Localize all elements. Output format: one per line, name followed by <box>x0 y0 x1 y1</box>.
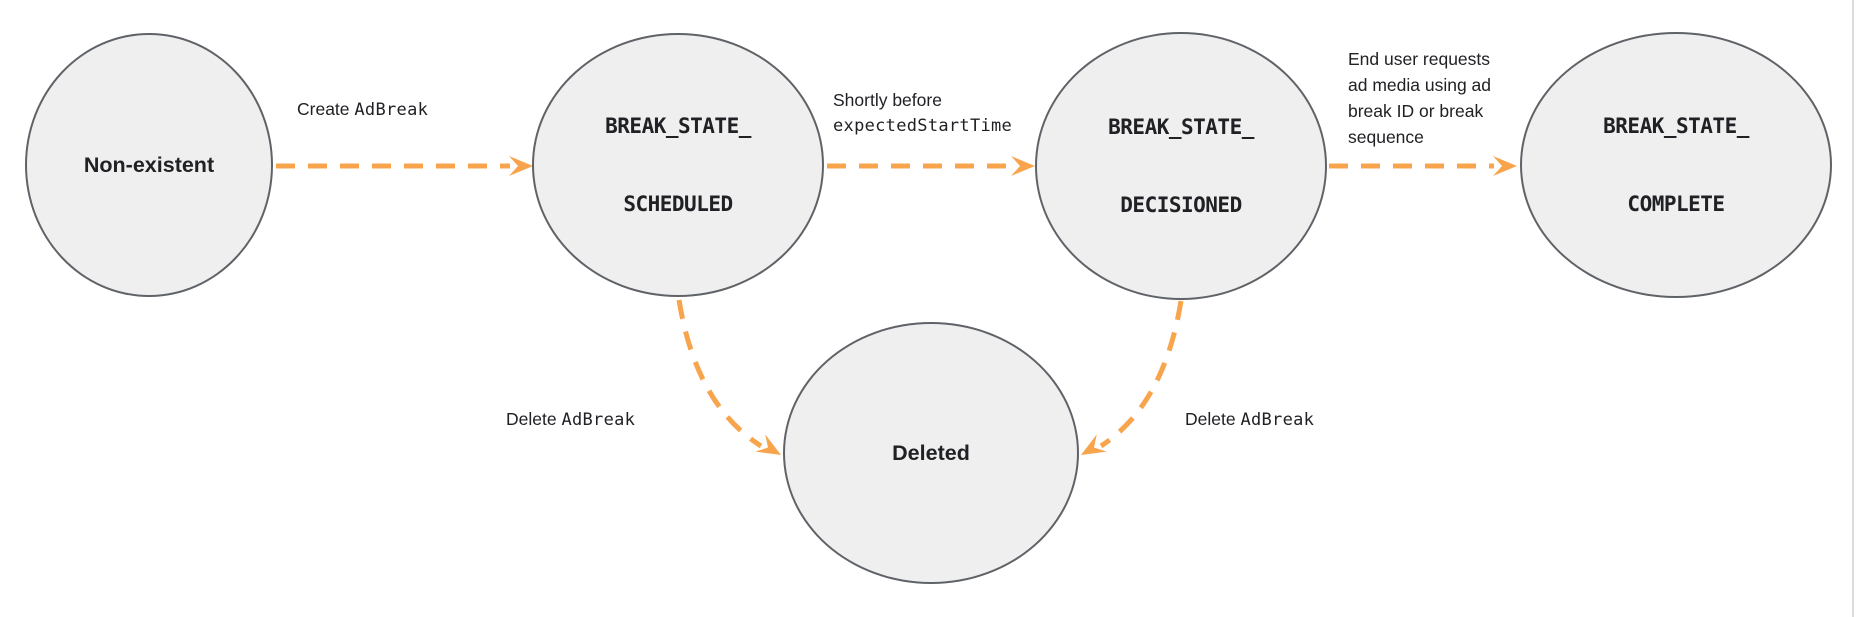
state-node-break-state-decisioned: BREAK_STATE_ DECISIONED <box>1035 32 1327 300</box>
arrowhead-icon <box>1011 156 1035 176</box>
transition-label-delete-right: Delete AdBreak <box>1185 409 1315 430</box>
transition-arrow-shortly-before <box>827 156 1035 176</box>
state-node-break-state-scheduled: BREAK_STATE_ SCHEDULED <box>532 33 824 297</box>
state-node-deleted: Deleted <box>783 322 1079 584</box>
state-label: BREAK_STATE_ SCHEDULED <box>605 114 751 216</box>
state-label: BREAK_STATE_ COMPLETE <box>1603 114 1749 216</box>
transition-arrow-create <box>276 156 533 176</box>
arrowhead-icon <box>755 434 781 455</box>
transition-arrow-end-user <box>1329 156 1517 176</box>
transition-label-end-user: End user requests ad media using ad brea… <box>1348 49 1492 147</box>
transition-arrow-delete-left <box>676 299 781 455</box>
state-label: Deleted <box>892 440 970 465</box>
transition-label-create: Create AdBreak <box>297 99 429 120</box>
arrowhead-icon <box>1493 156 1517 176</box>
content-right-border <box>1852 0 1854 617</box>
transition-arrow-delete-right <box>1081 300 1184 455</box>
arrowhead-icon <box>509 156 533 176</box>
transition-label-delete-left: Delete AdBreak <box>506 409 636 430</box>
transition-label-shortly-before: Shortly before expectedStartTime <box>833 90 1013 136</box>
arrowhead-icon <box>1081 434 1107 455</box>
state-label: Non-existent <box>83 152 215 177</box>
state-node-break-state-complete: BREAK_STATE_ COMPLETE <box>1520 32 1832 298</box>
state-label: BREAK_STATE_ DECISIONED <box>1108 115 1254 217</box>
state-node-non-existent: Non-existent <box>25 33 273 297</box>
